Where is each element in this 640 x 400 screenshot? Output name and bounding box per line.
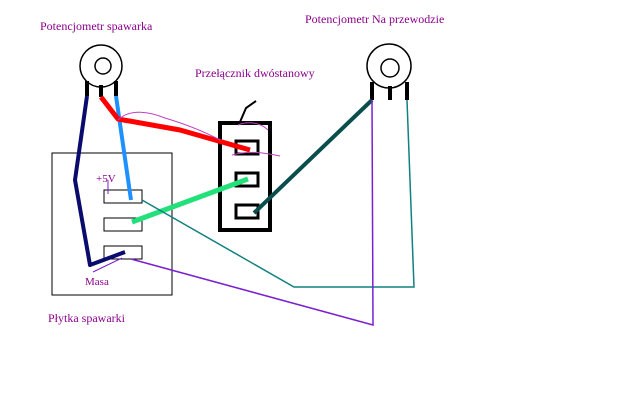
wire-red-switch-top [99, 95, 251, 153]
pad-plus5v [103, 189, 143, 204]
label-pot-welder: Potencjometr spawarka [40, 19, 153, 33]
label-ground: Masa [85, 276, 109, 288]
pencil-scribble [117, 111, 281, 157]
label-pot-wire: Potencjometr Na przewodzie [305, 12, 444, 26]
wire-navy-ground [73, 95, 126, 267]
potentiometer-welder [79, 44, 123, 97]
wire-purple-ground [130, 99, 374, 326]
wire-blue-plus5v [114, 95, 133, 201]
label-plus5v: +5V [96, 173, 116, 185]
wire-dark-teal-switch-bottom [252, 98, 374, 215]
wire-purple-ground-stub [92, 257, 123, 273]
label-switch: Przełącznik dwóstanowy [195, 66, 315, 80]
welder-board-outline [51, 152, 173, 296]
potentiometer-wire [366, 43, 412, 100]
wire-green-switch-middle [131, 176, 249, 225]
label-board: Płytka spawarki [48, 311, 126, 325]
wire-teal-plus5v [141, 99, 415, 288]
switch-lever [239, 100, 257, 123]
